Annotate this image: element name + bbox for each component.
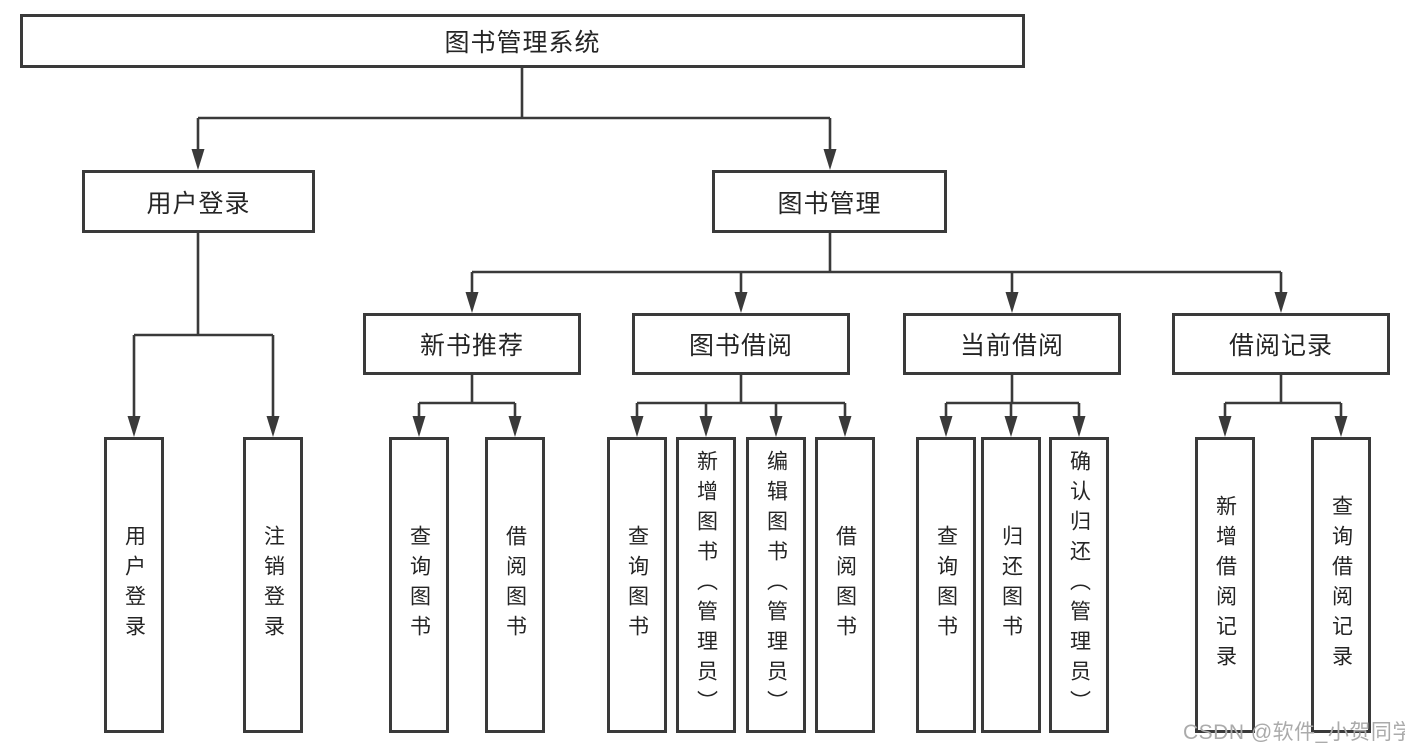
- connector-borrow-record-children: [1218, 375, 1348, 437]
- connector-new-book-recommend-children: [412, 375, 522, 437]
- leaf-borrow-add-books-admin: 新增图书（管理员）: [676, 437, 736, 733]
- node-borrow-record: 借阅记录: [1172, 313, 1390, 375]
- leaf-record-add-borrow-record: 新增借阅记录: [1195, 437, 1255, 733]
- connector-root-to-level2: [191, 68, 837, 170]
- leaf-record-query-borrow-record: 查询借阅记录: [1311, 437, 1371, 733]
- leaf-logout: 注销登录: [243, 437, 303, 733]
- connector-current-borrow-children: [939, 375, 1086, 437]
- leaf-current-confirm-return-admin: 确认归还（管理员）: [1049, 437, 1109, 733]
- leaf-recommend-query-books: 查询图书: [389, 437, 449, 733]
- node-user-login: 用户登录: [82, 170, 315, 233]
- leaf-borrow-query-books: 查询图书: [607, 437, 667, 733]
- node-book-borrow: 图书借阅: [632, 313, 850, 375]
- connector-book-borrow-children: [630, 375, 852, 437]
- leaf-user-login: 用户登录: [104, 437, 164, 733]
- node-library-management-system: 图书管理系统: [20, 14, 1025, 68]
- csdn-watermark: CSDN @软件_小贺同学: [1183, 721, 1405, 744]
- node-book-management: 图书管理: [712, 170, 947, 233]
- leaf-recommend-borrow-books: 借阅图书: [485, 437, 545, 733]
- connector-book-management-children: [465, 233, 1288, 313]
- leaf-current-query-books: 查询图书: [916, 437, 976, 733]
- node-current-borrow: 当前借阅: [903, 313, 1121, 375]
- leaf-borrow-borrow-books: 借阅图书: [815, 437, 875, 733]
- leaf-current-return-books: 归还图书: [981, 437, 1041, 733]
- node-new-book-recommend: 新书推荐: [363, 313, 581, 375]
- connector-user-login-children: [127, 233, 280, 437]
- leaf-borrow-edit-books-admin: 编辑图书（管理员）: [746, 437, 806, 733]
